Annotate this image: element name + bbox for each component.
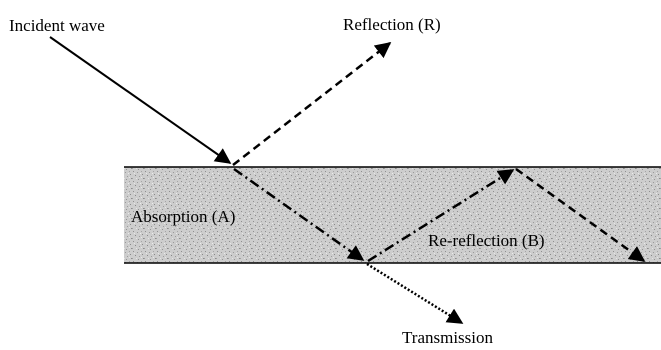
transmission-arrow: [366, 262, 464, 325]
re-reflection-label: Re-reflection (B): [428, 231, 545, 250]
transmission-label: Transmission: [402, 328, 494, 347]
incident-wave-label: Incident wave: [9, 16, 105, 35]
absorption-label: Absorption (A): [131, 207, 235, 226]
re-reflection-down-arrow: [515, 167, 646, 263]
re-reflection-up-arrow: [367, 168, 515, 263]
reflection-label: Reflection (R): [343, 15, 441, 34]
reflection-arrow: [232, 42, 392, 166]
absorption-path-arrow: [233, 167, 365, 262]
incident-wave-arrow: [49, 36, 232, 164]
